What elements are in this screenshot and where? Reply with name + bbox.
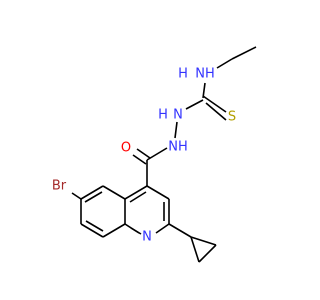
bond-c7-c8-inner bbox=[85, 220, 104, 232]
bond-c-s-double-b bbox=[205, 102, 227, 121]
bond-c4-c3 bbox=[146, 185, 170, 200]
molecule-structure-diagram: NH H S N H NH O Br N bbox=[52, 46, 257, 263]
bond-c6-br bbox=[71, 192, 82, 200]
atom-label-nh-ethyl: NH bbox=[195, 67, 215, 82]
bond-thiocarbon-nh-left bbox=[185, 99, 204, 110]
bond-c8a-n1-inner bbox=[130, 227, 142, 235]
bond-cyclopropyl-c bbox=[198, 244, 217, 263]
atom-label-s: S bbox=[228, 110, 236, 125]
bond-c-o-double-b bbox=[132, 154, 147, 165]
bond-cyclopropyl-b bbox=[190, 236, 217, 246]
atom-label-h-hydrazine: H bbox=[158, 108, 168, 123]
bond-c8-c8a bbox=[102, 223, 126, 238]
bond-n-n bbox=[174, 121, 178, 139]
bond-ethyl-ch3-ch2 bbox=[231, 46, 257, 60]
bond-c2-n1 bbox=[155, 223, 170, 234]
atom-label-o: O bbox=[121, 141, 131, 156]
bond-nh-thiocarbon bbox=[202, 82, 206, 99]
bond-c7-c8 bbox=[80, 223, 104, 238]
bond-c2-cyclopropyl bbox=[168, 223, 192, 238]
bond-c5-c6 bbox=[80, 185, 104, 200]
atom-label-br: Br bbox=[52, 179, 67, 194]
bond-cyclopropyl-a bbox=[190, 236, 200, 263]
bond-c4a-c4 bbox=[124, 185, 148, 200]
bond-c5-c6-inner bbox=[84, 191, 103, 203]
atom-label-h-ethyl: H bbox=[178, 67, 188, 82]
atom-label-n-hydrazine: N bbox=[173, 108, 183, 123]
atom-labels: NH H S N H NH O Br N bbox=[52, 67, 236, 245]
atom-label-nh-amide: NH bbox=[168, 140, 188, 155]
bonds bbox=[71, 46, 257, 263]
bond-c-o-double-a bbox=[136, 148, 151, 159]
bond-nh-carbonyl bbox=[146, 147, 168, 161]
bond-ethyl-ch2-nh bbox=[216, 58, 233, 69]
bond-c4a-c4-inner bbox=[129, 191, 147, 203]
atom-label-n-quinoline: N bbox=[142, 230, 152, 245]
bond-c-s-double-a bbox=[202, 95, 227, 113]
bond-c4a-c5 bbox=[102, 185, 126, 200]
